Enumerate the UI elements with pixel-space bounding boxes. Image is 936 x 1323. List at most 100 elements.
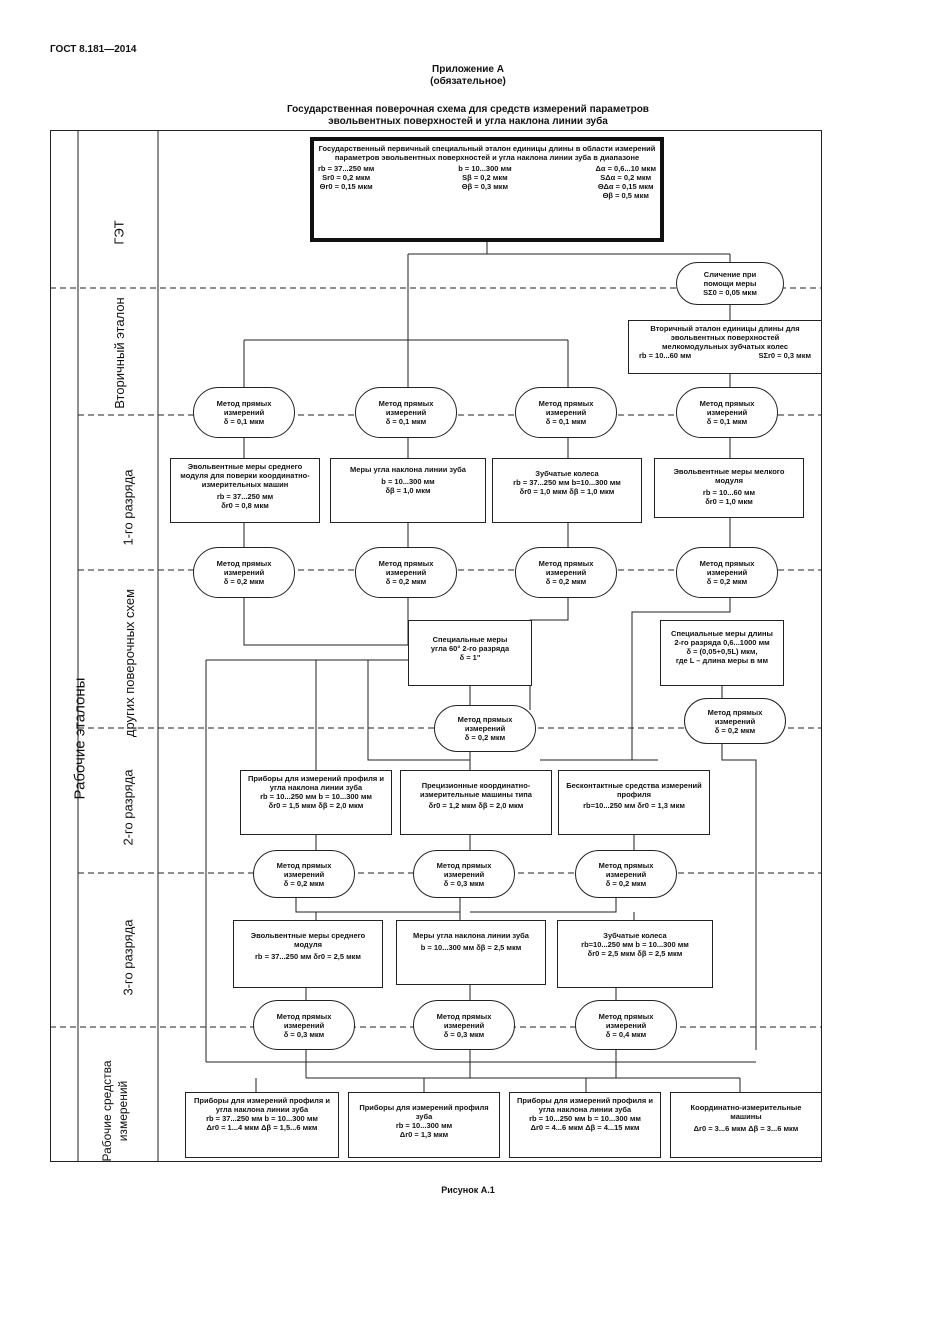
box-b: Δr0 = 1...4 мкм Δβ = 1,5...6 мкм <box>206 1123 318 1132</box>
oval-l2: измерений <box>706 408 748 417</box>
box-a: rb = 10...250 мм b = 10...300 мм <box>260 792 372 801</box>
secondary-l2: мелкомодульных зубчатых колес <box>661 342 789 351</box>
special-l3: δ = 1" <box>459 653 481 662</box>
work-box: Приборы для измерений профиля и угла нак… <box>509 1092 661 1158</box>
oval-l1: Метод прямых <box>436 860 492 870</box>
get-c2a: b = 10...300 мм <box>458 164 512 173</box>
gost-header: ГОСТ 8.181—2014 <box>50 44 137 55</box>
oval-l3: δ = 0,2 мкм <box>714 725 756 735</box>
grade3-box: Эвольвентные меры среднего модуля rb = 37… <box>233 920 383 988</box>
oval-l1: Метод прямых <box>378 559 434 568</box>
box-title: Прецизионные координатно-измерительные м… <box>420 781 532 799</box>
appendix-subtitle: (обязательное) <box>430 76 506 87</box>
work-box: Приборы для измерений профиля и угла нак… <box>185 1092 339 1158</box>
get-c2c: Θβ = 0,3 мкм <box>461 182 509 191</box>
oval-l2: измерений <box>706 568 748 577</box>
oval-l1: Метод прямых <box>699 559 755 568</box>
get-c3c: ΘΔα = 0,15 мкм <box>597 182 654 191</box>
oval-l3: δ = 0,4 мкм <box>605 1029 647 1039</box>
oval-l1: Метод прямых <box>276 1011 332 1021</box>
oval-l2: измерений <box>223 568 265 577</box>
oval-l3: δ = 0,1 мкм <box>545 417 587 426</box>
scheme-title: Государственная поверочная схема для сре… <box>0 104 936 128</box>
oval-l3: δ = 0,2 мкм <box>223 577 265 586</box>
oval-l2: измерений <box>464 724 506 733</box>
label-working: Рабочие эталоны <box>71 677 89 800</box>
box-a: rb = 10...250 мм b = 10...300 мм <box>529 1114 641 1123</box>
secondary-a: rb = 10...60 мм <box>639 351 692 360</box>
box-title: Меры угла наклона линии зуба <box>413 931 529 940</box>
secondary-box: Вторичный эталон единицы длины для эволь… <box>628 320 822 374</box>
label-grade2: 2-го разряда <box>120 769 136 846</box>
box-a: rb = 37...250 мм <box>216 492 274 501</box>
appendix-title: Приложение А (обязательное) <box>0 64 936 88</box>
box-a: rb=10...250 мм b = 10...300 мм <box>581 940 689 949</box>
box-title: Приборы для измерений профиля и угла нак… <box>516 1096 653 1114</box>
box-a: Δr0 = 3...6 мкм Δβ = 3...6 мкм <box>693 1124 799 1133</box>
grade1-box: Меры угла наклона линии зуба b = 10...300… <box>330 458 486 523</box>
box-title: Эвольвентные меры среднего модуля <box>250 931 366 949</box>
box-title: Эвольвентные меры мелкого модуля <box>673 467 785 485</box>
box-a: rb = 37...250 мм b=10...300 мм <box>513 478 621 487</box>
oval-l1: Метод прямых <box>216 399 272 408</box>
oval-l3: δ = 0,3 мкм <box>283 1029 325 1039</box>
special-l2: 2-го разряда 0,6...1000 мм <box>674 638 770 647</box>
oval-l3: δ = 0,3 мкм <box>443 878 485 888</box>
oval-l3: δ = 0,2 мкм <box>545 577 587 586</box>
box-b: δβ = 1,0 мкм <box>385 486 431 495</box>
box-title: Зубчатые колеса <box>535 469 599 478</box>
box-b: δr0 = 0,8 мкм <box>221 501 269 510</box>
box-title: Приборы для измерений профиля и угла нак… <box>247 774 384 792</box>
compare-l1: Сличение при <box>703 270 757 279</box>
get-c2b: Sβ = 0,2 мкм <box>462 173 508 182</box>
scheme-frame <box>50 130 822 1162</box>
get-c3a: Δα = 0,6...10 мкм <box>595 164 656 173</box>
grade3-box: Меры угла наклона линии зуба b = 10...300… <box>396 920 546 985</box>
oval-l2: измерений <box>385 568 427 577</box>
get-c1b: Sr0 = 0,2 мкм <box>322 173 371 182</box>
oval-l1: Метод прямых <box>598 860 654 870</box>
compare-l3: SΣ0 = 0,05 мкм <box>703 288 757 297</box>
label-grade3: 3-го разряда <box>120 919 136 996</box>
special-l4: где L – длина меры в мм <box>675 656 769 665</box>
box-title: Координатно-измерительные машины <box>690 1103 802 1121</box>
grade2-box: Прецизионные координатно-измерительные м… <box>400 770 552 835</box>
oval-l2: измерений <box>605 1020 647 1030</box>
oval-l2: измерений <box>283 1020 325 1030</box>
box-a: rb = 37...250 мм δr0 = 2,5 мкм <box>255 952 361 961</box>
label-secondary: Вторичный эталон <box>112 297 127 409</box>
oval-l2: измерений <box>443 1020 485 1030</box>
box-a: b = 10...300 мм δβ = 2,5 мкм <box>420 943 522 952</box>
box-a: b = 10...300 мм <box>381 477 435 486</box>
oval-l2: измерений <box>283 869 325 879</box>
box-title: Меры угла наклона линии зуба <box>350 465 466 474</box>
oval-l1: Метод прямых <box>276 860 332 870</box>
oval-l1: Метод прямых <box>378 399 434 408</box>
scheme-title-line1: Государственная поверочная схема для сре… <box>287 104 649 115</box>
box-b: δr0 = 2,5 мкм δβ = 2,5 мкм <box>587 949 683 958</box>
oval-l2: измерений <box>443 869 485 879</box>
figure-caption: Рисунок А.1 <box>441 1185 495 1195</box>
oval-l1: Метод прямых <box>598 1011 654 1021</box>
special-l1: Специальные меры длины <box>671 629 773 638</box>
appendix-title-text: Приложение А <box>432 64 504 75</box>
get-c1a: rb = 37...250 мм <box>318 164 375 173</box>
